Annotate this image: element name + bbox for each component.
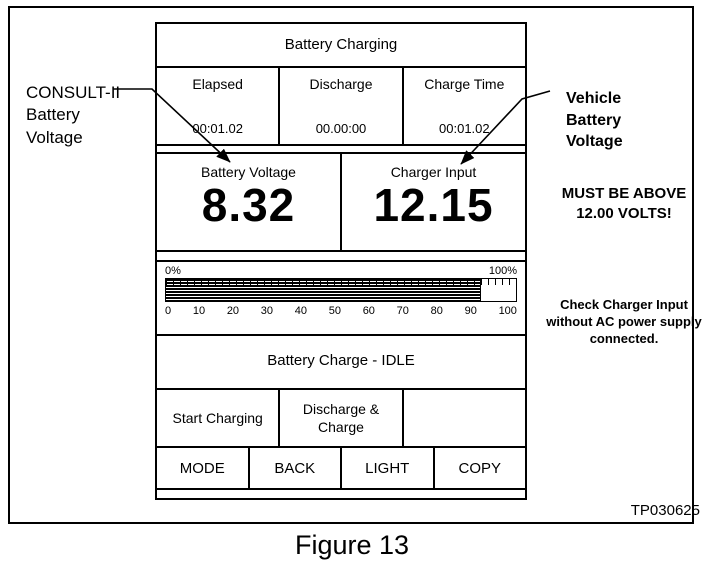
gauge-table: Battery Voltage 8.32 Charger Input 12.15: [157, 152, 525, 252]
voltage-warning-text: MUST BE ABOVE 12.00 VOLTS!: [561, 185, 687, 222]
light-button[interactable]: LIGHT: [342, 448, 435, 488]
progress-labels: 0% 100%: [165, 265, 517, 277]
progress-max-label: 100%: [488, 265, 517, 277]
scale-tick-label: 40: [294, 305, 307, 317]
scale-tick-label: 60: [362, 305, 375, 317]
vehicle-battery-voltage-callout: Vehicle Battery Voltage: [566, 90, 623, 151]
action-button-row: Start Charging Discharge & Charge: [157, 388, 525, 448]
scale-tick-label: 80: [430, 305, 443, 317]
screen-title: Battery Charging: [284, 36, 398, 53]
timer-value: 00:01.02: [192, 121, 243, 136]
gauge-battery-voltage: Battery Voltage 8.32: [157, 154, 342, 250]
consult-screen: Battery Charging Elapsed 00:01.02 Discha…: [155, 22, 527, 500]
callout-line: Battery: [26, 105, 80, 125]
discharge-and-charge-button[interactable]: Discharge & Charge: [280, 390, 404, 446]
progress-min-label: 0%: [165, 265, 181, 277]
gauge-charger-input: Charger Input 12.15: [342, 154, 525, 250]
scale-tick-label: 90: [464, 305, 477, 317]
timer-header: Elapsed: [192, 76, 243, 92]
progress-bar: [165, 278, 517, 302]
gauge-value: 12.15: [373, 179, 494, 231]
scale-tick-label: 0: [165, 305, 172, 317]
scale-tick-label: 30: [260, 305, 274, 317]
gauge-label: Battery Voltage: [201, 164, 296, 180]
scale-tick-label: 50: [328, 305, 341, 317]
progress-ticks: [166, 279, 516, 285]
charge-progress: 0% 100% 0 10 20 30 40 50 60 70 80: [157, 260, 525, 336]
timer-elapsed: Elapsed 00:01.02: [157, 68, 281, 144]
timer-charge-time: Charge Time 00:01.02: [404, 68, 525, 144]
consult-battery-voltage-callout: CONSULT-II Battery Voltage: [26, 82, 156, 149]
figure-caption: Figure 13: [294, 530, 410, 560]
callout-line: CONSULT-II: [26, 83, 121, 102]
reference-code: TP030625: [630, 502, 700, 519]
timer-table: Elapsed 00:01.02 Discharge 00.00:00 Char…: [157, 66, 525, 146]
timer-header: Discharge: [309, 76, 373, 92]
mode-button[interactable]: MODE: [157, 448, 250, 488]
scale-tick-label: 70: [396, 305, 409, 317]
gauge-label: Charger Input: [390, 164, 477, 180]
timer-value: 00:01.02: [439, 121, 490, 136]
timer-discharge: Discharge 00.00:00: [280, 68, 404, 144]
figure-frame: Battery Charging Elapsed 00:01.02 Discha…: [8, 6, 702, 524]
status-text: Battery Charge - IDLE: [267, 352, 415, 369]
callout-line: Voltage: [26, 127, 83, 147]
copy-button[interactable]: COPY: [458, 459, 501, 477]
scale-tick-label: 10: [192, 305, 206, 317]
timer-value: 00.00:00: [315, 121, 367, 136]
empty-action-cell: [404, 390, 525, 446]
back-button[interactable]: BACK: [250, 448, 342, 488]
charger-input-note: Check Charger Input without AC power sup…: [546, 297, 702, 347]
start-charging-button[interactable]: Start Charging: [157, 390, 281, 446]
scale-tick-label: 100: [498, 305, 517, 317]
scale-tick-label: 20: [226, 305, 240, 317]
progress-scale: 0 10 20 30 40 50 60 70 80 90 100: [165, 305, 517, 317]
timer-header: Charge Time: [424, 76, 505, 92]
function-key-row: MODE BACK LIGHT COPY: [157, 448, 525, 490]
gauge-value: 8.32: [201, 179, 296, 231]
